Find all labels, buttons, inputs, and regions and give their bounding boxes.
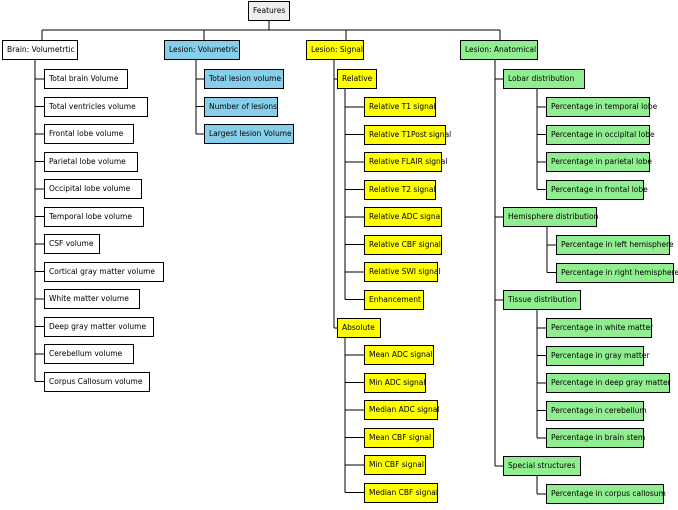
- anatomical-lobar-item: Percentage in temporal lobe: [546, 97, 657, 117]
- signal-relative-item: Relative CBF signal: [364, 234, 442, 255]
- brain-volumetric-item: White matter volume: [44, 289, 140, 309]
- signal-relative-item: Relative T1Post signal: [364, 124, 451, 145]
- anatomical-lobar-item: Percentage in parietal lobe: [546, 152, 652, 172]
- signal-absolute-item: Mean CBF signal: [364, 427, 434, 448]
- signal-absolute-item: Min ADC signal: [364, 372, 426, 393]
- category-lesion-anatomical: Lesion: Anatomical: [460, 40, 538, 60]
- brain-volumetric-item: Occipital lobe volume: [44, 179, 142, 199]
- signal-group-absolute: Absolute: [337, 318, 381, 338]
- brain-volumetric-item: Corpus Callosum volume: [44, 371, 150, 392]
- signal-relative-item: Relative SWI signal: [364, 262, 441, 282]
- anatomical-lobar-item: Percentage in frontal lobe: [546, 179, 648, 200]
- signal-relative-item: Relative ADC signal: [364, 207, 442, 227]
- brain-volumetric-item: Temporal lobe volume: [44, 206, 144, 227]
- lesion-volumetric-item: Largest lesion Volume: [204, 124, 294, 144]
- signal-absolute-item: Median CBF signal: [364, 482, 438, 503]
- anatomical-tissue-item: Percentage in deep gray matter: [546, 373, 671, 393]
- signal-group-relative: Relative: [337, 69, 377, 89]
- category-brain-volumetric: Brain: Volumetrtic: [2, 40, 78, 60]
- signal-absolute-item: Mean ADC signal: [364, 345, 434, 365]
- anatomical-hemisphere-item: Percentage in right hemisphere: [556, 262, 678, 283]
- anatomical-tissue-item: Percentage in brain stem: [546, 428, 645, 448]
- signal-absolute-item: Min CBF signal: [364, 455, 426, 475]
- brain-volumetric-item: Total brain Volume: [44, 69, 128, 89]
- signal-relative-item: Relative T2 signal: [364, 179, 436, 200]
- anatomical-group-lobar: Lobar distribution: [503, 69, 585, 89]
- signal-absolute-item: Median ADC signal: [364, 400, 439, 420]
- anatomical-group-special: Special structures: [503, 456, 581, 476]
- anatomical-group-tissue: Tissue distribution: [503, 290, 581, 310]
- anatomical-tissue-item: Percentage in gray matter: [546, 345, 650, 366]
- connector-lines: [34, 21, 556, 495]
- anatomical-hemisphere-item: Percentage in left hemisphere: [556, 235, 674, 255]
- root-node: Features: [248, 1, 290, 21]
- anatomical-lobar-item: Percentage in occipital lobe: [546, 124, 655, 145]
- brain-volumetric-item: Total ventricles volume: [44, 96, 148, 117]
- anatomical-group-hemisphere: Hemisphere distribution: [503, 207, 598, 227]
- brain-volumetric-item: Cerebellum volume: [44, 344, 134, 364]
- signal-relative-item: Relative T1 signal: [364, 97, 436, 117]
- anatomical-tissue-item: Percentage in cerebellum: [546, 400, 647, 421]
- category-lesion-volumetric: Lesion: Volumetric: [164, 40, 240, 60]
- signal-relative-item: Enhancement: [364, 289, 424, 310]
- signal-relative-item: Relative FLAIR signal: [364, 152, 447, 172]
- anatomical-tissue-item: Percentage in white matter: [546, 318, 653, 338]
- brain-volumetric-item: Parietal lobe volume: [44, 151, 138, 172]
- brain-volumetric-item: Cortical gray matter volume: [44, 261, 164, 282]
- lesion-volumetric-item: Number of lesions: [204, 96, 278, 117]
- brain-volumetric-item: Deep gray matter volume: [44, 316, 154, 337]
- brain-volumetric-item: Frontal lobe volume: [44, 124, 134, 144]
- anatomical-special-item: Percentage in corpus callosum: [546, 484, 666, 504]
- lesion-volumetric-item: Total lesion volume: [204, 69, 284, 89]
- brain-volumetric-item: CSF volume: [44, 234, 100, 254]
- category-lesion-signal: Lesion: Signal: [306, 40, 364, 60]
